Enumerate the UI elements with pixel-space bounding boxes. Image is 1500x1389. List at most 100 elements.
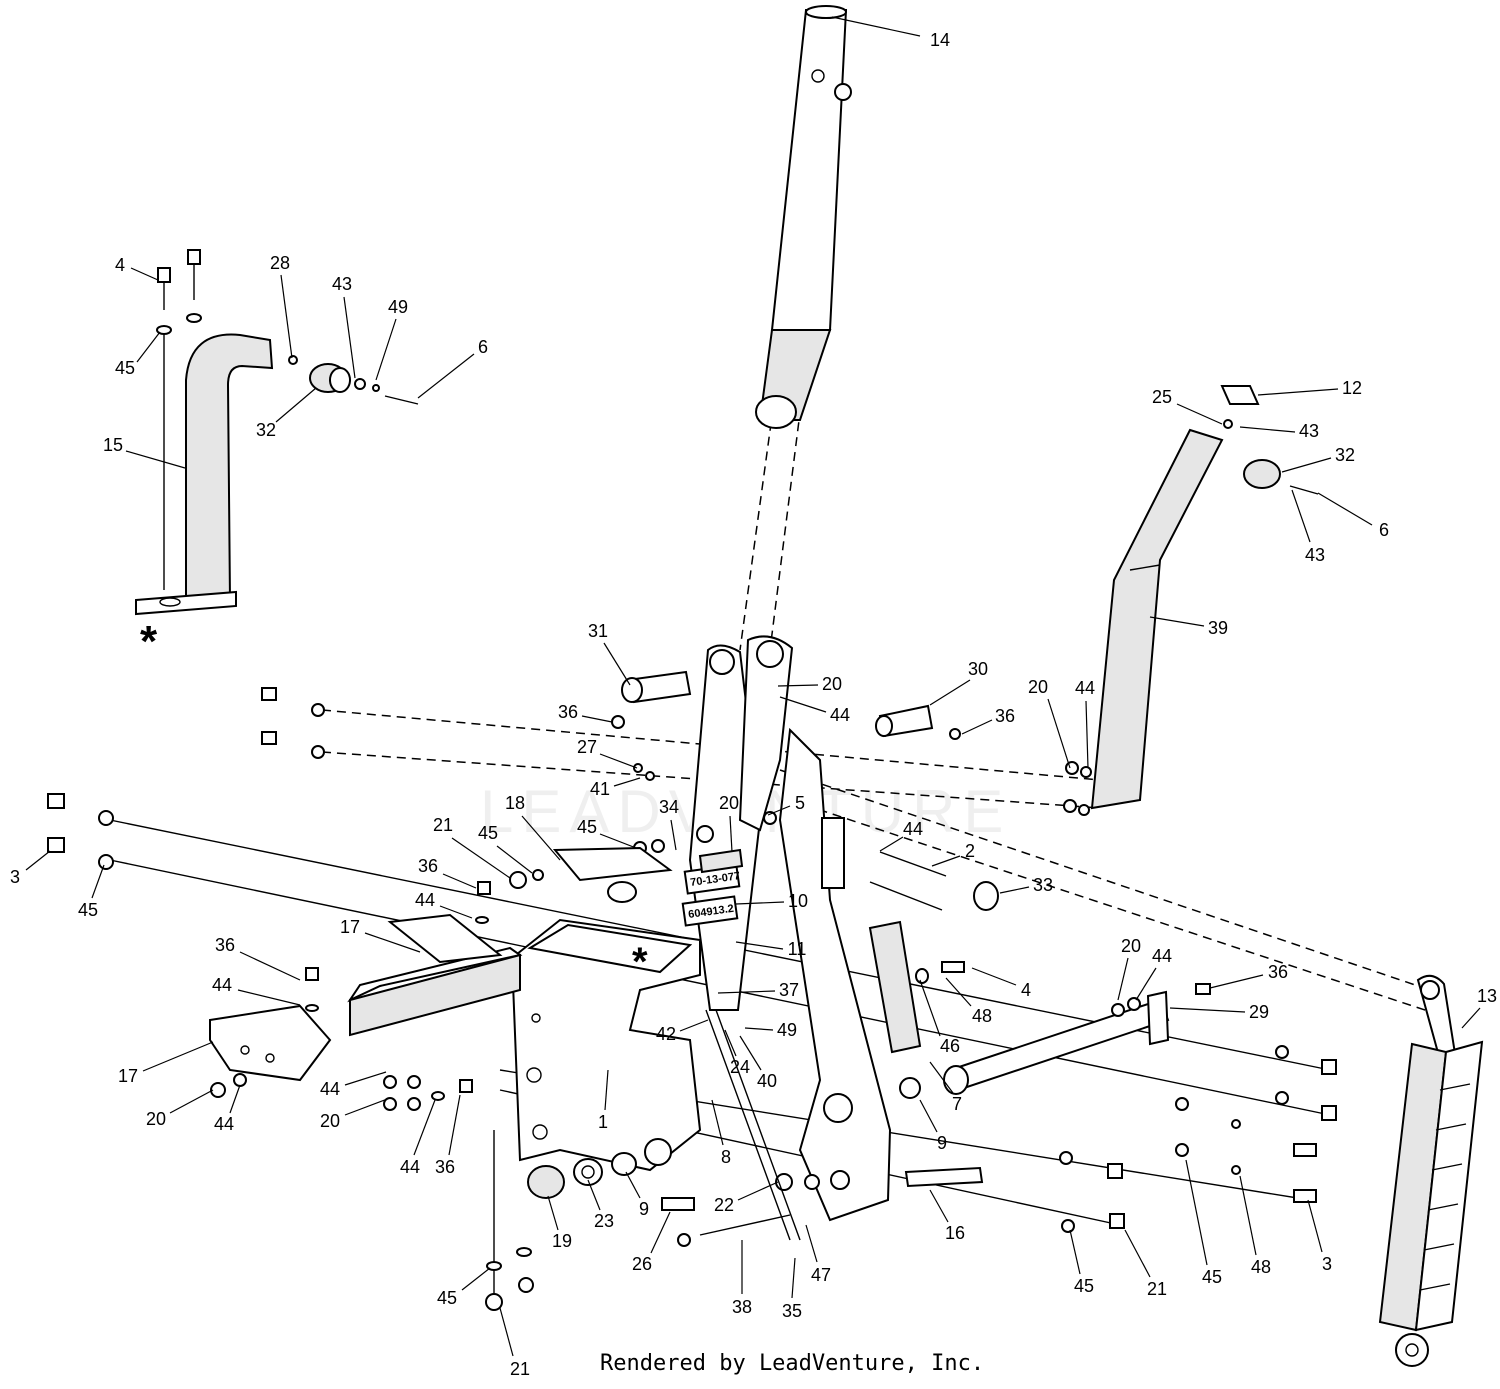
leader-line — [1124, 1229, 1151, 1278]
callout-number: 21 — [1147, 1279, 1167, 1299]
leader-line — [931, 855, 961, 867]
leader-line — [375, 318, 397, 381]
leader-line — [929, 679, 971, 706]
leader-line — [1307, 1199, 1323, 1253]
misc-hardware-center — [305, 763, 1211, 1101]
callout-number: 36 — [215, 935, 235, 955]
leader-line — [737, 1181, 779, 1201]
leader-line — [499, 1307, 514, 1357]
bolts-left-3 — [47, 687, 325, 870]
leader-line — [919, 979, 941, 1037]
leader-line — [25, 850, 51, 871]
callout-number: 46 — [940, 1036, 960, 1056]
callout-number: 20 — [719, 793, 739, 813]
callout-number: 37 — [779, 980, 799, 1000]
leader-line — [625, 1171, 641, 1199]
leader-line — [521, 815, 561, 861]
leader-line — [729, 815, 733, 853]
leader-line — [613, 777, 641, 787]
callout-number: 40 — [757, 1071, 777, 1091]
callout-number: 32 — [1335, 445, 1355, 465]
leader-line — [604, 1069, 609, 1111]
leader-line — [1069, 1229, 1081, 1275]
callout-number: 2 — [965, 841, 975, 861]
callout-number: 32 — [256, 420, 276, 440]
leader-line — [971, 967, 1017, 986]
callout-number: 29 — [1249, 1002, 1269, 1022]
callout-number: 22 — [714, 1195, 734, 1215]
leader-line — [711, 1099, 724, 1146]
callout-number: 36 — [1268, 962, 1288, 982]
leader-line — [91, 864, 105, 899]
part-14-tube — [755, 5, 852, 429]
leader-line — [1169, 1007, 1246, 1013]
leader-line — [417, 353, 475, 399]
callout-number: 21 — [510, 1359, 530, 1379]
callout-number: 35 — [782, 1301, 802, 1321]
callout-number: 9 — [639, 1199, 649, 1219]
leader-line — [1149, 616, 1205, 627]
leader-line — [280, 274, 293, 359]
leader-line — [496, 845, 533, 874]
leader-line — [1239, 1175, 1257, 1256]
leader-line — [413, 1099, 436, 1156]
part-38-rod — [661, 1009, 801, 1247]
callout-number: 44 — [400, 1157, 420, 1177]
callout-number: 43 — [1299, 421, 1319, 441]
callout-number: 11 — [788, 939, 807, 959]
leader-line — [599, 753, 638, 769]
bolts-right-ends — [1059, 1045, 1337, 1233]
part-side-plate — [778, 727, 922, 1222]
callout-number: 26 — [632, 1254, 652, 1274]
callout-number: 3 — [1322, 1254, 1332, 1274]
leader-line — [717, 990, 776, 994]
leader-line — [461, 1267, 491, 1291]
leader-line — [448, 1094, 461, 1156]
callout-number: 20 — [1028, 677, 1048, 697]
leader-line — [735, 941, 784, 950]
callout-number: 13 — [1477, 986, 1497, 1006]
callout-number: 45 — [78, 900, 98, 920]
leader-line — [805, 1224, 818, 1263]
callout-number: 45 — [1074, 1276, 1094, 1296]
leader-line — [439, 905, 473, 919]
part-30-31-shafts — [611, 670, 961, 740]
callout-number: 45 — [1202, 1267, 1222, 1287]
callout-number: 49 — [388, 297, 408, 317]
callout-number: 44 — [1152, 946, 1172, 966]
leader-line — [1047, 698, 1071, 769]
callout-number: 45 — [478, 823, 498, 843]
callout-number: 44 — [320, 1079, 340, 1099]
callout-number: 43 — [1305, 545, 1325, 565]
callout-number: 44 — [1075, 678, 1095, 698]
leader-line — [650, 1211, 671, 1254]
svg-text:*: * — [140, 617, 158, 666]
callout-number: 38 — [732, 1297, 752, 1317]
leader-line — [343, 296, 356, 379]
footer-credit: Rendered by LeadVenture, Inc. — [600, 1351, 984, 1376]
callout-number: 14 — [930, 30, 950, 50]
callout-number: 25 — [1152, 387, 1172, 407]
leader-line — [1291, 489, 1311, 543]
callout-number: 45 — [115, 358, 135, 378]
callout-number: 34 — [659, 797, 679, 817]
callout-number: 20 — [320, 1111, 340, 1131]
svg-text:*: * — [632, 940, 648, 984]
leader-line — [735, 901, 785, 905]
callout-number: 24 — [730, 1057, 750, 1077]
leader-line — [237, 989, 301, 1006]
leader-line — [831, 16, 921, 37]
leader-line — [724, 1029, 737, 1057]
leader-line — [739, 1035, 762, 1071]
leader-line — [999, 886, 1030, 894]
leader-line — [169, 1089, 214, 1114]
leader-line — [442, 873, 477, 889]
leader-line — [1317, 492, 1373, 526]
callout-number: 27 — [577, 737, 597, 757]
leader-line — [929, 1061, 954, 1094]
leader-line — [142, 1041, 214, 1072]
leader-line — [587, 1179, 601, 1211]
assembly-dashed-lines — [321, 79, 1441, 1016]
callout-number: 41 — [590, 779, 610, 799]
